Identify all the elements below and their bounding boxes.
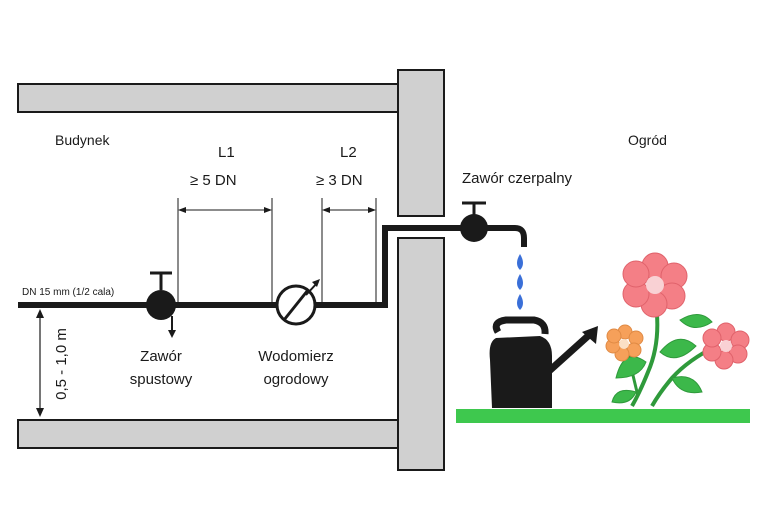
tap-valve-icon — [460, 201, 488, 242]
outer-wall-upper — [397, 69, 445, 217]
water-meter-label-line2: ogrodowy — [263, 371, 329, 388]
l2-dimension: L2 ≥ 3 DN — [316, 144, 377, 302]
depth-dimension: 0,5 - 1,0 m — [36, 309, 70, 417]
garden-label: Ogród — [628, 132, 667, 148]
building-label: Budynek — [55, 132, 110, 148]
garden-ground — [456, 409, 750, 423]
water-meter-label-line1: Wodomierz — [258, 348, 334, 365]
l1-dimension: L1 ≥ 5 DN — [177, 144, 273, 302]
l1-value: ≥ 5 DN — [190, 172, 237, 189]
ceiling-slab — [17, 83, 399, 113]
floor-slab — [17, 419, 399, 449]
water-meter-icon — [275, 279, 320, 326]
l2-name: L2 — [340, 144, 357, 161]
drain-valve-label-line2: spustowy — [130, 371, 193, 388]
watering-can-icon — [489, 316, 598, 408]
drain-valve-icon — [146, 271, 176, 338]
outer-wall-lower — [397, 237, 445, 471]
l1-name: L1 — [218, 144, 235, 161]
tap-valve-label: Zawór czerpalny — [462, 170, 573, 187]
depth-label: 0,5 - 1,0 m — [53, 328, 70, 400]
drain-valve-label-line1: Zawór — [140, 348, 182, 365]
water-drops-icon — [517, 254, 523, 310]
l2-value: ≥ 3 DN — [316, 172, 363, 189]
flowers-icon — [605, 252, 750, 407]
pipe-size-label: DN 15 mm (1/2 cala) — [22, 287, 114, 298]
